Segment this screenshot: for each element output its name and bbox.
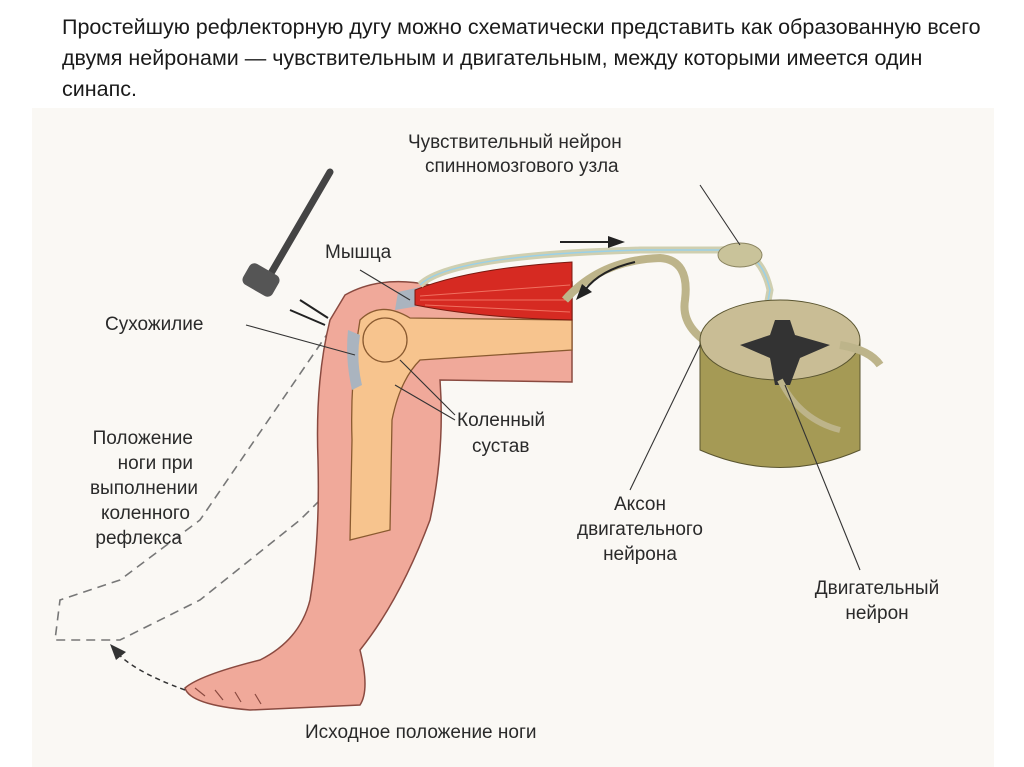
- reflex-leg-outline: [54, 329, 421, 641]
- svg-text:нейрона: нейрона: [603, 544, 677, 565]
- svg-text:ноги при: ноги при: [118, 453, 193, 474]
- label-axon: Аксон двигательного нейрона: [577, 494, 703, 565]
- leg: [184, 261, 573, 711]
- label-reflex-position: Положение ноги при выполнении коленного …: [90, 428, 198, 549]
- label-muscle: Мышца: [325, 242, 392, 263]
- label-tendon: Сухожилие: [105, 314, 203, 335]
- leader-lines: [245, 184, 861, 571]
- svg-text:двигательного: двигательного: [577, 519, 703, 540]
- svg-text:рефлекса: рефлекса: [95, 528, 182, 549]
- svg-text:коленного: коленного: [101, 503, 190, 524]
- label-motor-neuron: Двигательный нейрон: [815, 578, 939, 624]
- svg-text:выполнении: выполнении: [90, 478, 198, 499]
- label-knee-joint-2: сустав: [472, 436, 529, 457]
- slide-caption: Простейшую рефлекторную дугу можно схема…: [62, 15, 981, 101]
- svg-text:Положение: Положение: [93, 428, 193, 449]
- spinal-cord: [699, 299, 884, 468]
- motor-nerve-fiber: [561, 253, 761, 364]
- svg-text:нейрон: нейрон: [845, 603, 908, 624]
- label-initial-position: Исходное положение ноги: [305, 722, 537, 743]
- svg-text:Аксон: Аксон: [614, 494, 666, 515]
- label-sensory-neuron-2: спинномозгового узла: [425, 156, 619, 177]
- label-sensory-neuron-1: Чувствительный нейрон: [408, 132, 622, 153]
- svg-text:Двигательный: Двигательный: [815, 578, 939, 599]
- label-knee-joint-1: Коленный: [457, 410, 545, 431]
- signal-arrows: [110, 236, 636, 691]
- reflex-hammer: [242, 168, 334, 297]
